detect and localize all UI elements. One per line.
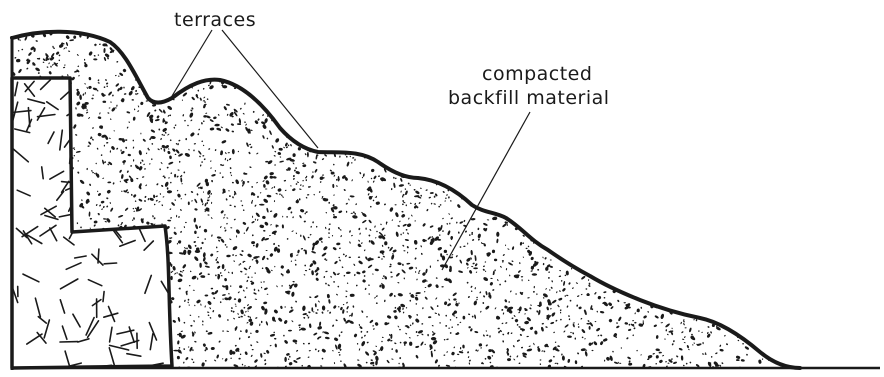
backfill-label-line1: compacted: [482, 63, 592, 85]
terraces-label: terraces: [174, 9, 256, 31]
backfill-label-line2: backfill material: [448, 87, 610, 109]
